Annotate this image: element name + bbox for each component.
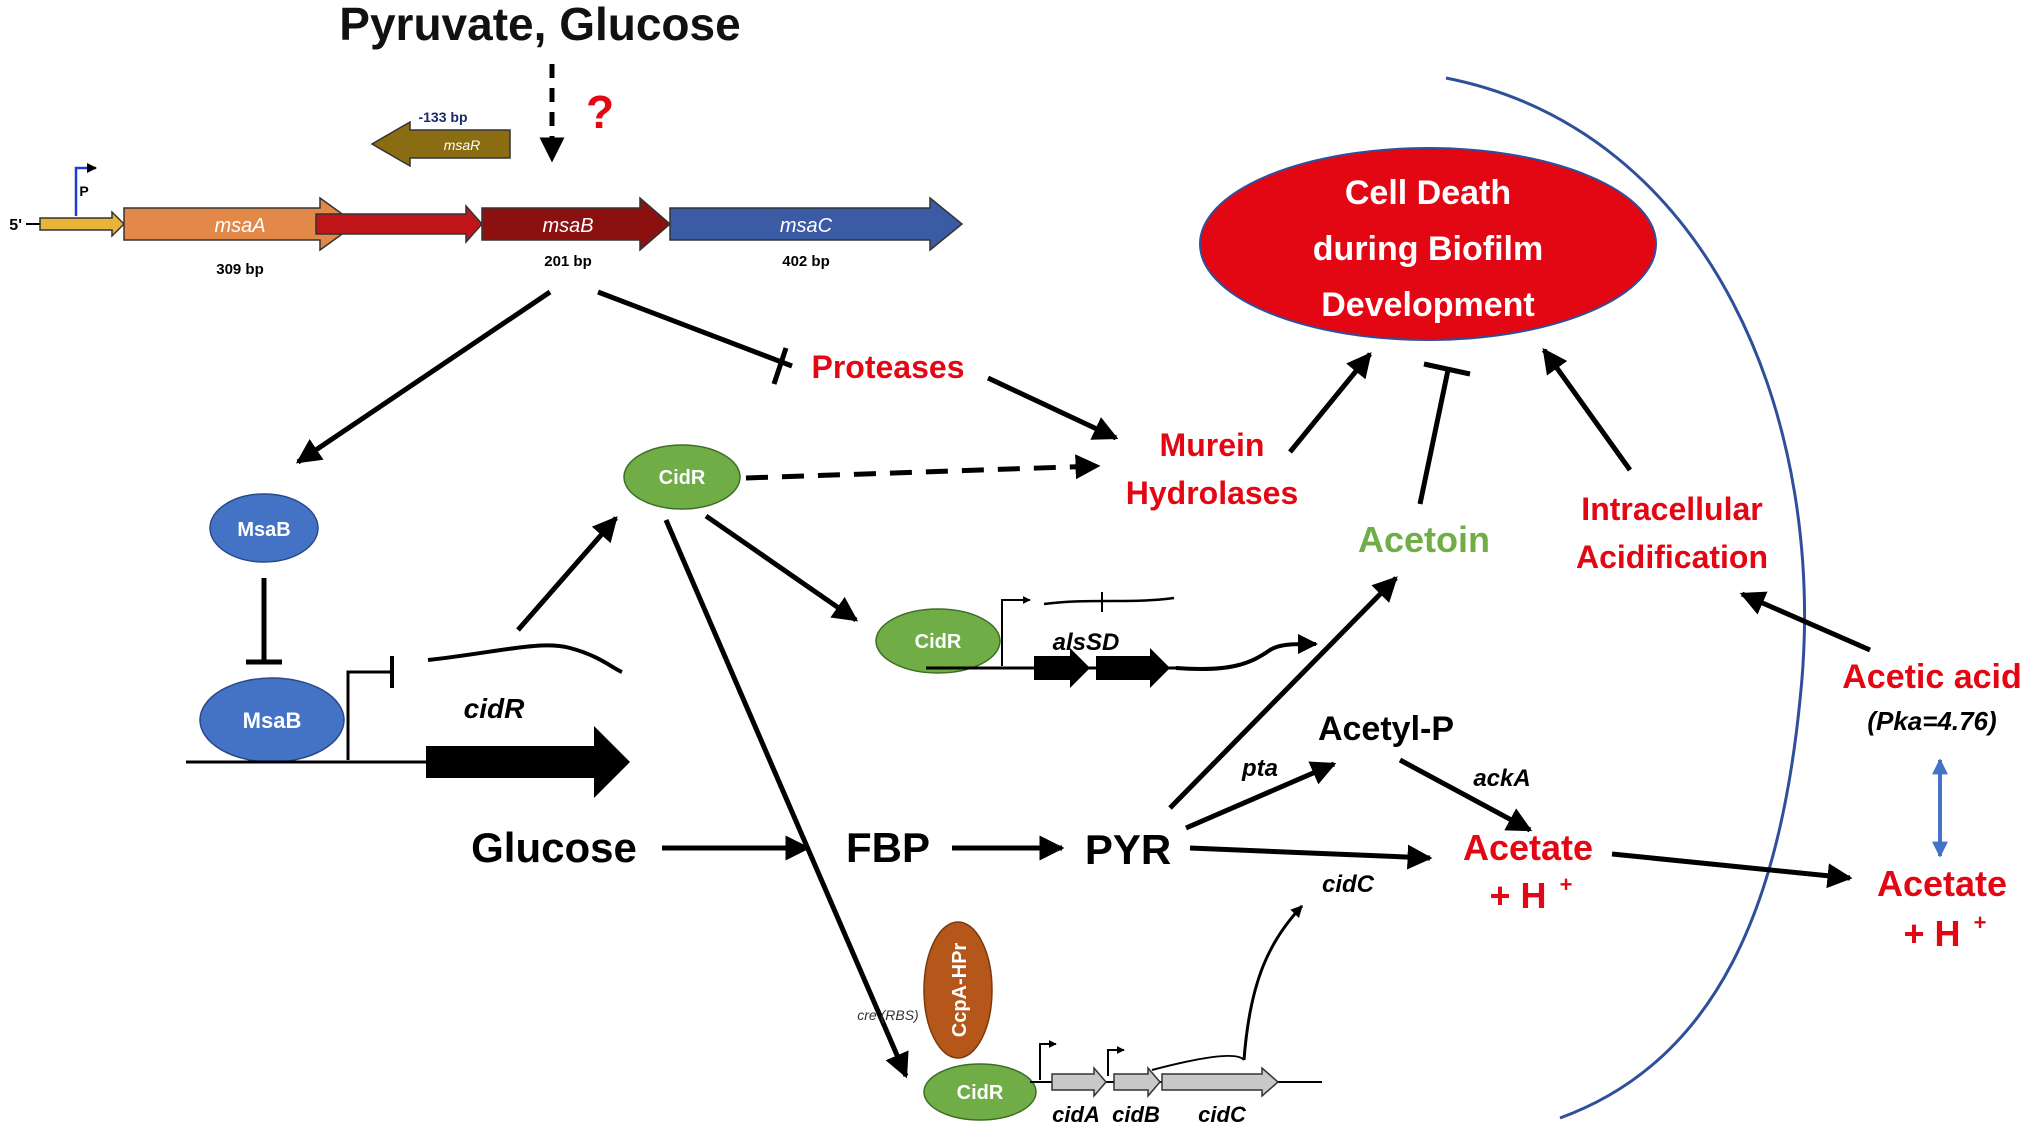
promoter-region bbox=[39, 210, 126, 238]
alsSD-transcript-upper bbox=[1043, 596, 1175, 606]
cre-label: cre (RBS) bbox=[857, 1007, 918, 1023]
h-outside-plus: + bbox=[1974, 910, 1987, 935]
intracellular-line-1: Intracellular bbox=[1581, 491, 1762, 527]
acka-label: ackA bbox=[1473, 765, 1530, 792]
msab-protein-1-label: MsaB bbox=[237, 519, 290, 541]
question-mark: ? bbox=[586, 86, 614, 138]
fbp-label: FBP bbox=[846, 824, 930, 871]
msaR-gene-label: msaR bbox=[444, 137, 481, 153]
h-inside-label: + H bbox=[1489, 875, 1546, 916]
acetate-inside-label: Acetate bbox=[1463, 827, 1593, 868]
h-inside-plus: + bbox=[1560, 872, 1573, 897]
pyr-to-acetoin-arrow bbox=[1168, 576, 1398, 810]
acetoin-label: Acetoin bbox=[1358, 519, 1490, 560]
cidr-protein-main-label: CidR bbox=[659, 467, 706, 489]
cidR-expression-arrow bbox=[516, 516, 618, 632]
alsS-gene-arrow bbox=[1034, 648, 1090, 688]
cidABC-transcript bbox=[1151, 1054, 1245, 1071]
msaC-size-label: 402 bp bbox=[782, 253, 830, 270]
cidB-promoter bbox=[1107, 1046, 1125, 1076]
cidC-gene-arrow bbox=[1161, 1066, 1280, 1098]
msaR-offset-label: -133 bp bbox=[418, 109, 467, 125]
msab-protein-1 bbox=[209, 493, 319, 563]
msaC-gene-label: msaC bbox=[780, 215, 833, 237]
acetic-acid-to-acidification-arrow bbox=[1739, 591, 1872, 653]
acetyl-p-to-acetate-arrow bbox=[1398, 757, 1533, 833]
cidr-protein-alssd bbox=[875, 608, 1001, 674]
promoter-label: P bbox=[79, 183, 88, 199]
ccpa-hpr-label: CcpA-HPr bbox=[949, 943, 971, 1038]
alsSD-gene-label: alsSD bbox=[1053, 629, 1120, 656]
cell-death-line-3: Development bbox=[1321, 286, 1535, 324]
pka-label: (Pka=4.76) bbox=[1867, 706, 1996, 736]
proteases-label: Proteases bbox=[812, 349, 965, 385]
cidC-to-acetate-arrow bbox=[1242, 904, 1304, 1061]
proteases-to-murein-arrow bbox=[986, 375, 1119, 441]
murein-line-1: Murein bbox=[1160, 427, 1265, 463]
pyr-to-acetate-arrow bbox=[1189, 844, 1433, 870]
cidr-protein-alssd-label: CidR bbox=[915, 631, 962, 653]
cidr-to-murein-dashed-arrow bbox=[745, 454, 1101, 481]
acetate-export-arrow bbox=[1611, 851, 1853, 889]
operon-inhibits-proteases bbox=[597, 289, 793, 369]
cidR-gene-arrow bbox=[426, 726, 630, 798]
cidC-enzyme-label: cidC bbox=[1322, 871, 1375, 898]
msaR-gene-arrow bbox=[370, 120, 511, 168]
acetoin-inhibition-bar bbox=[1423, 361, 1471, 377]
operon-to-msab-arrow bbox=[295, 289, 552, 465]
cidC-gene-label: cidC bbox=[1198, 1102, 1247, 1125]
pyr-label: PYR bbox=[1085, 826, 1171, 873]
msaA-size-label: 309 bp bbox=[216, 261, 264, 278]
msaB-gene-arrow bbox=[481, 196, 672, 252]
five-prime-label: 5' bbox=[9, 217, 22, 234]
cidr-protein-main bbox=[623, 444, 741, 510]
promoter-arrow bbox=[74, 163, 97, 216]
acetic-acid-label: Acetic acid bbox=[1842, 658, 2022, 696]
cell-death-line-1: Cell Death bbox=[1345, 174, 1511, 212]
cell-death-line-2: during Biofilm bbox=[1313, 230, 1543, 268]
pyruvate-glucose-label: Pyruvate, Glucose bbox=[339, 0, 740, 50]
cidR-transcript bbox=[427, 643, 623, 674]
intracellular-line-2: Acidification bbox=[1576, 539, 1768, 575]
cidR-gene-label: cidR bbox=[464, 693, 525, 724]
alsSD-promoter bbox=[1001, 596, 1031, 666]
cell-membrane bbox=[1445, 76, 1807, 1120]
cidR-repression-line bbox=[346, 670, 392, 760]
cidA-gene-arrow bbox=[1051, 1065, 1107, 1099]
proteases-inhibition-bar bbox=[771, 347, 789, 385]
alsSD-output-arrow bbox=[1175, 634, 1318, 672]
cidr-protein-bottom bbox=[923, 1063, 1037, 1121]
glucose-label: Glucose bbox=[471, 824, 637, 871]
msaB-gene-label: msaB bbox=[542, 215, 593, 237]
msaA-gene-arrow bbox=[123, 196, 358, 252]
acidification-to-death-arrow bbox=[1541, 347, 1633, 472]
msaA-msaB-overlap-arrow bbox=[315, 204, 484, 244]
pyr-to-acetyl-p-arrow bbox=[1185, 761, 1337, 831]
ccpa-hpr-protein bbox=[923, 921, 993, 1059]
msaA-gene-label: msaA bbox=[214, 215, 265, 237]
cell-death-node bbox=[1199, 147, 1657, 341]
acetoin-inhibits-death bbox=[1417, 369, 1451, 505]
alsD-gene-arrow bbox=[1096, 648, 1170, 688]
h-outside-label: + H bbox=[1903, 913, 1960, 954]
cidA-promoter bbox=[1039, 1040, 1057, 1080]
murein-to-death-arrow bbox=[1288, 352, 1372, 454]
cidr-to-alssd-arrow bbox=[704, 513, 859, 623]
murein-line-2: Hydrolases bbox=[1126, 475, 1299, 511]
pta-label: pta bbox=[1241, 755, 1278, 782]
msaB-size-label: 201 bp bbox=[544, 253, 592, 270]
cidr-to-cidabc-arrow bbox=[663, 519, 909, 1079]
acetate-outside-label: Acetate bbox=[1877, 863, 2007, 904]
cidA-gene-label: cidA bbox=[1052, 1102, 1100, 1125]
acetyl-p-label: Acetyl-P bbox=[1318, 710, 1454, 748]
msab-protein-2-label: MsaB bbox=[243, 708, 302, 733]
msaC-gene-arrow bbox=[669, 196, 964, 252]
cidB-gene-arrow bbox=[1113, 1065, 1161, 1099]
cidr-protein-bottom-label: CidR bbox=[957, 1082, 1004, 1104]
cidB-gene-label: cidB bbox=[1112, 1102, 1160, 1125]
